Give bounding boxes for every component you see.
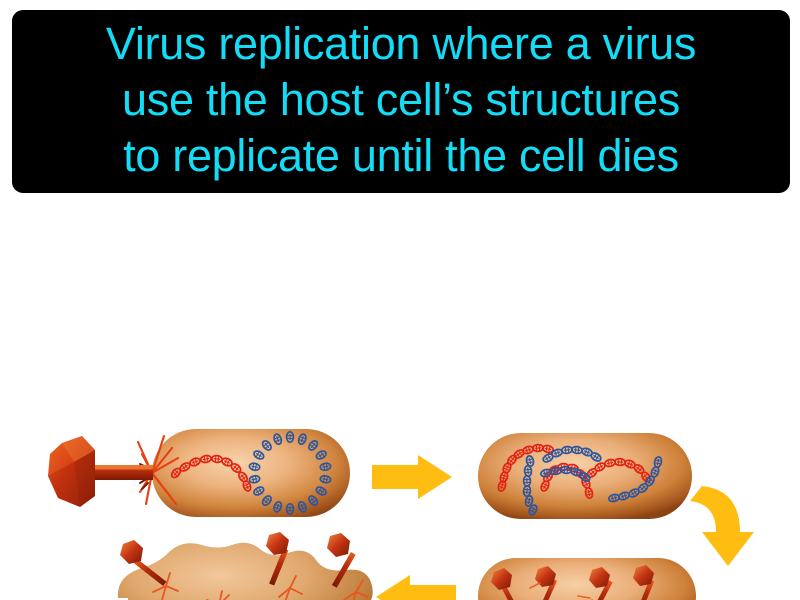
bacteriophage-virus [48,436,153,507]
definition-title-card: Virus replication where a virus use the … [12,10,790,193]
step-1-attachment-injection [48,429,350,517]
lytic-cycle-diagram [0,196,800,600]
released-phage-2 [266,532,303,600]
bacterium-cell-step1 [152,429,350,517]
step-2-replication [478,433,692,519]
released-phage-1 [120,540,179,600]
arrow-step3-to-step4 [376,575,456,600]
released-phage-4 [206,590,230,600]
lysed-bacterium-cell [117,542,373,600]
title-line-1: Virus replication where a virus [105,17,697,69]
assembled-phage-1 [491,568,520,600]
title-line-2: use the host cell’s structures [122,73,680,125]
arrow-step1-to-step2 [372,455,452,499]
diagram-canvas [48,429,754,600]
assembled-phage-2 [535,566,558,600]
assembled-phage-4 [633,565,655,600]
step-4-lysis-release [117,532,373,600]
loose-tail-fibers [529,582,593,600]
step-3-assembly [478,558,696,600]
arrow-step2-to-step3 [690,486,754,566]
assembled-phage-3 [589,567,613,600]
title-line-3: to replicate until the cell dies [123,129,679,181]
released-phage-3 [327,533,369,600]
